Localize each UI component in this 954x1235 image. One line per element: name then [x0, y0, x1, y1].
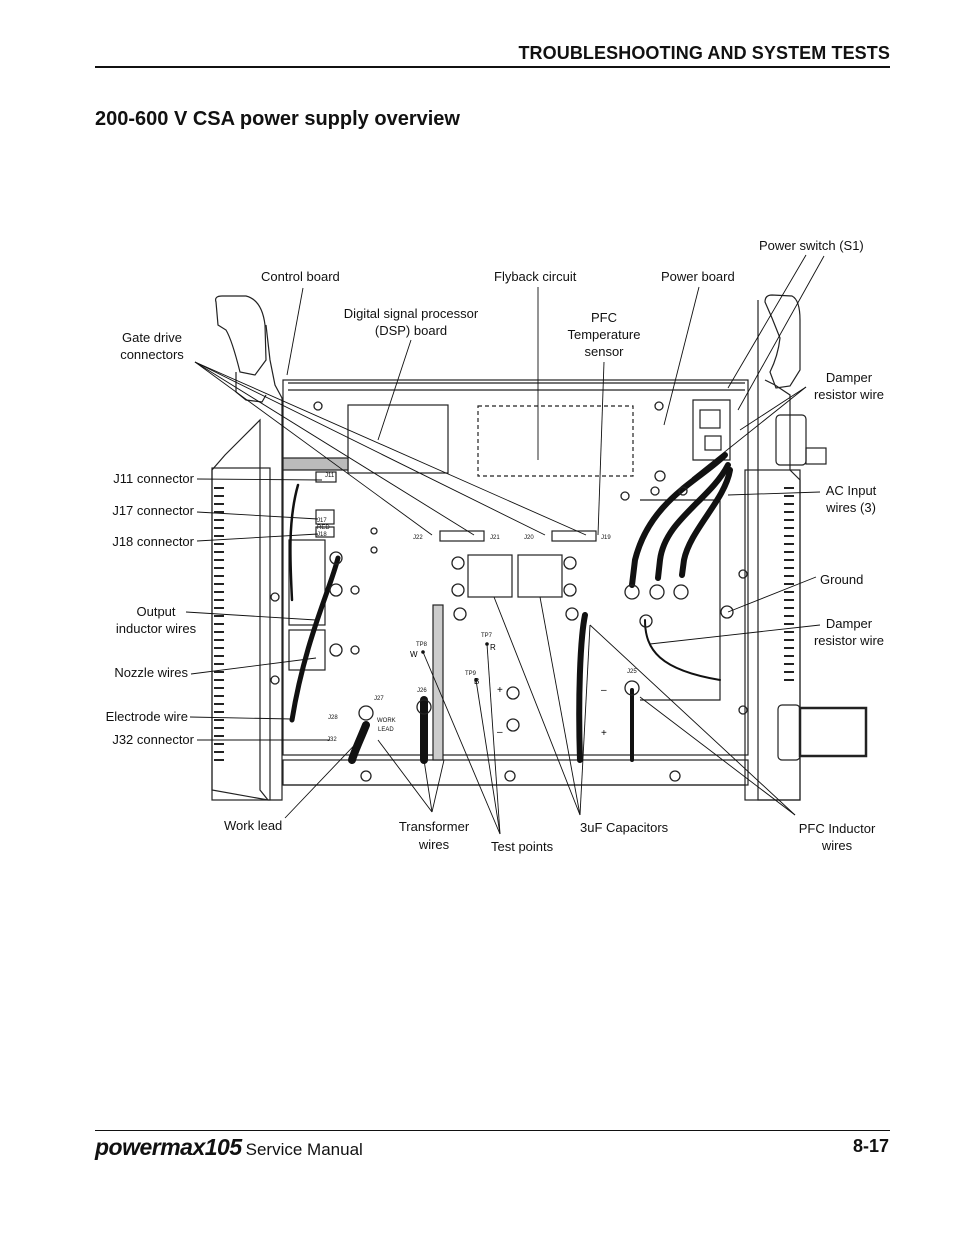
mark-j19: J19 [601, 535, 611, 541]
section-header: TROUBLESHOOTING AND SYSTEM TESTS [95, 42, 890, 68]
label-pfc-inductor-line1: PFC Inductor [799, 821, 876, 836]
fasteners [270, 401, 748, 782]
label-ac-input-line1: AC Input [826, 483, 877, 498]
label-transformer-line2: wires [418, 837, 450, 852]
mark-lead: LEAD [378, 727, 394, 733]
label-control-board: Control board [261, 269, 340, 284]
label-ground: Ground [820, 572, 863, 587]
mark-j22: J22 [413, 535, 423, 541]
mark-w: W [410, 650, 418, 659]
mark-plus-1: + [497, 685, 503, 696]
page-title: 200-600 V CSA power supply overview [95, 108, 460, 130]
mark-tp9: TP9 [465, 671, 477, 677]
mark-r: R [490, 643, 496, 652]
brand-logo: powermax105 [95, 1134, 242, 1160]
label-dsp-line2: (DSP) board [375, 323, 447, 338]
mark-j18: J18 [317, 532, 327, 538]
label-output-inductor-line1: Output [136, 604, 175, 619]
label-j11: J11 connector [113, 471, 194, 486]
mark-plus-2: + [601, 728, 607, 739]
mark-j28: J28 [328, 715, 338, 721]
label-electrode: Electrode wire [106, 709, 188, 724]
label-nozzle: Nozzle wires [114, 665, 188, 680]
wires-drawing [289, 452, 733, 764]
footer-rule [95, 1130, 890, 1131]
label-pfc-temp-line1: PFC [591, 310, 617, 325]
left-vents [214, 487, 224, 761]
label-power-switch: Power switch (S1) [759, 238, 864, 253]
mark-work: WORK [377, 718, 396, 724]
board-marks: J22 J21 J20 J19 J11 J17 RED J18 J27 J26 … [317, 473, 637, 743]
callout-labels: Power switch (S1) Control board Flyback … [106, 238, 884, 854]
mark-j11: J11 [325, 473, 335, 479]
mark-j21: J21 [490, 535, 500, 541]
mark-minus-2: – [601, 685, 607, 696]
label-capacitors: 3uF Capacitors [580, 820, 669, 835]
label-dsp-line1: Digital signal processor [344, 306, 479, 321]
label-power-board: Power board [661, 269, 735, 284]
chassis-drawing [211, 294, 868, 801]
leader-lines [185, 254, 825, 835]
mark-j17: J17 [317, 518, 327, 524]
label-gate-drive-line1: Gate drive [122, 330, 182, 345]
mark-tp8: TP8 [416, 642, 428, 648]
label-output-inductor-line2: inductor wires [116, 621, 197, 636]
label-ac-input-line2: wires (3) [825, 500, 876, 515]
mark-j20: J20 [524, 535, 534, 541]
label-pfc-inductor-line2: wires [821, 838, 853, 853]
label-flyback: Flyback circuit [494, 269, 577, 284]
label-damper-2-line2: resistor wire [814, 633, 884, 648]
page-number: 8-17 [852, 1136, 889, 1156]
label-pfc-temp-line3: sensor [584, 344, 624, 359]
right-vents [784, 487, 794, 681]
label-damper-1-line2: resistor wire [814, 387, 884, 402]
section-title: TROUBLESHOOTING AND SYSTEM TESTS [518, 43, 890, 63]
label-transformer-line1: Transformer [399, 819, 470, 834]
manual-label: Service Manual [245, 1140, 363, 1159]
mark-j27: J27 [374, 696, 384, 702]
mark-red: RED [317, 525, 330, 531]
label-work-lead: Work lead [224, 818, 282, 833]
mark-j25: J25 [627, 669, 637, 675]
label-test-points: Test points [491, 839, 554, 854]
label-gate-drive-line2: connectors [120, 347, 184, 362]
label-j32: J32 connector [112, 732, 194, 747]
mark-tp7: TP7 [481, 633, 493, 639]
mark-j26: J26 [417, 688, 427, 694]
test-point-dots [421, 642, 489, 682]
label-j18: J18 connector [112, 534, 194, 549]
mark-j32: J32 [327, 737, 337, 743]
label-j17: J17 connector [112, 503, 194, 518]
label-damper-1-line1: Damper [826, 370, 873, 385]
label-damper-2-line1: Damper [826, 616, 873, 631]
mark-minus-1: – [497, 727, 503, 738]
label-pfc-temp-line2: Temperature [568, 327, 641, 342]
